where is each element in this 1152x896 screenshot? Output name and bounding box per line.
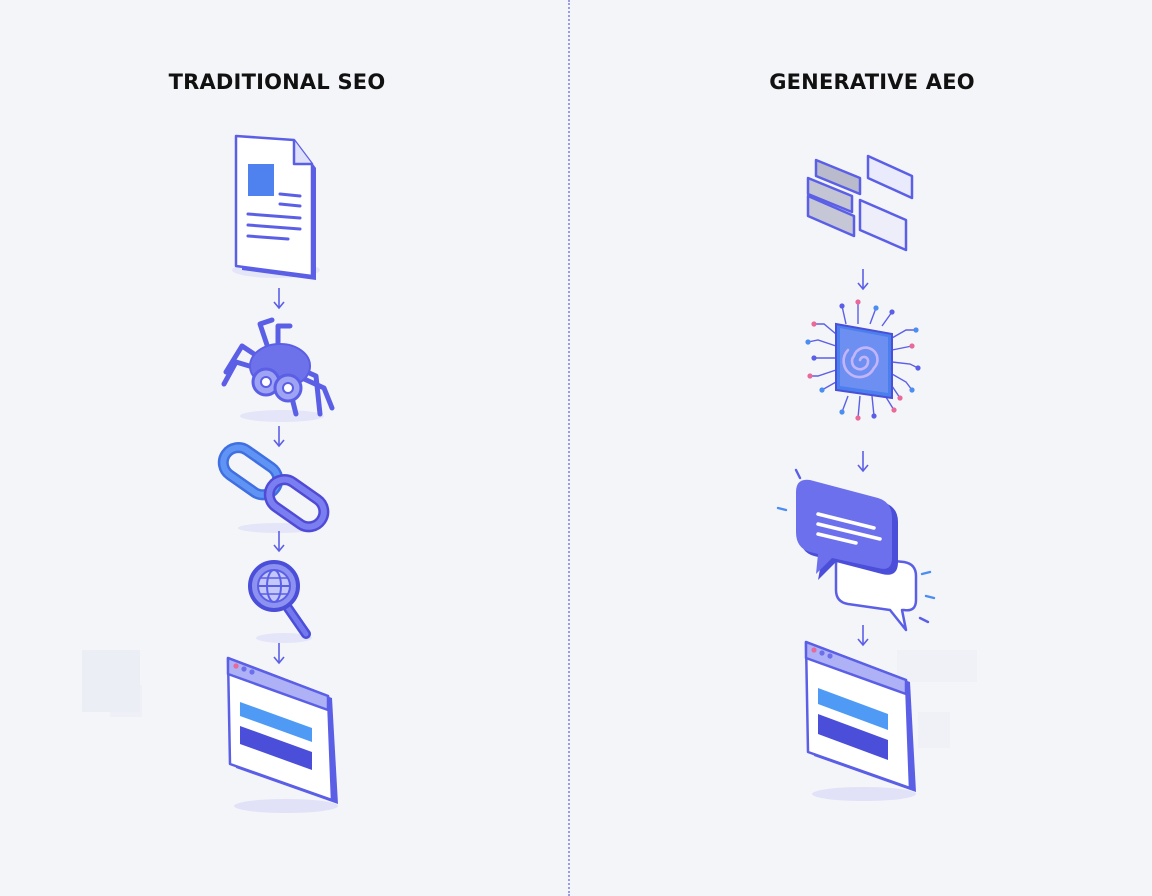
- flow-arrow: [857, 269, 869, 291]
- browser-window-icon: [226, 656, 338, 813]
- background-tile: [918, 712, 950, 748]
- document-icon: [232, 134, 320, 280]
- chain-link-icon: [217, 442, 330, 533]
- flow-arrow: [273, 288, 285, 310]
- magnifier-globe-icon: [248, 560, 312, 643]
- chat-bubbles-icon: [776, 468, 936, 632]
- flow-arrow: [273, 643, 285, 665]
- column-divider: [568, 0, 570, 896]
- ai-chip-icon: [805, 299, 921, 421]
- browser-window-icon: [804, 640, 916, 801]
- background-tile: [110, 685, 142, 717]
- generative-aeo-title: GENERATIVE AEO: [769, 70, 975, 94]
- spider-crawler-icon: [221, 317, 335, 422]
- traditional-seo-title: TRADITIONAL SEO: [168, 70, 386, 94]
- content-blocks-icon: [806, 154, 914, 252]
- background-tile: [897, 650, 977, 682]
- flow-arrow: [273, 426, 285, 448]
- flow-arrow: [857, 625, 869, 647]
- flow-arrow: [857, 451, 869, 473]
- flow-arrow: [273, 531, 285, 553]
